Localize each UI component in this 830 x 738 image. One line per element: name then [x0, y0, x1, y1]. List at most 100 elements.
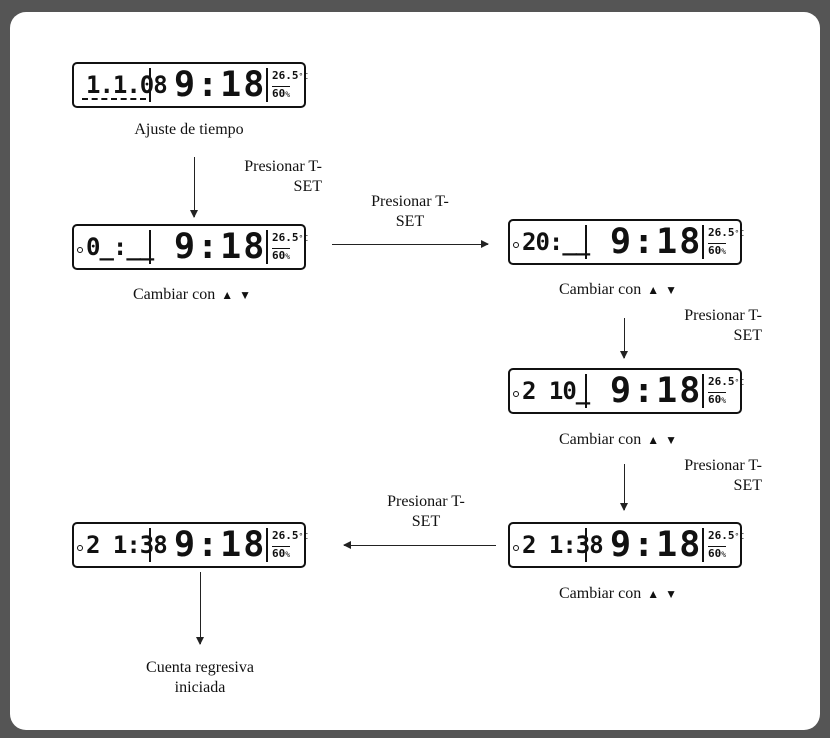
alarm-dot-icon — [513, 391, 519, 397]
temp-unit: °C — [298, 72, 309, 81]
lcd-clock-value: 9:18 — [610, 371, 703, 411]
lcd-humidity: 60% — [708, 243, 727, 258]
lcd-countdown-value: 20:__ — [522, 228, 590, 256]
press-line2: SET — [293, 178, 322, 195]
press-tset-label-2: Presionar T- SET — [340, 192, 480, 232]
label-change-with-2: Cambiar con ▲ ▼ — [528, 280, 708, 300]
change-with-text: Cambiar con — [559, 585, 642, 602]
lcd-temperature: 26.5°C — [272, 69, 308, 83]
arrow-down-3 — [620, 464, 628, 511]
lcd-countdown-value: 2 1:38 — [86, 531, 168, 559]
temp-unit: °C — [734, 229, 745, 238]
humidity-value: 60 — [272, 249, 286, 262]
press-line2: SET — [395, 213, 425, 230]
humidity-value: 60 — [272, 547, 286, 560]
label-countdown-started: Cuenta regresiva iniciada — [110, 658, 290, 698]
down-triangle-icon: ▼ — [239, 288, 251, 302]
press-line2: SET — [733, 477, 762, 494]
press-line1: Presionar T- — [244, 158, 322, 175]
lcd-humidity: 60% — [272, 546, 291, 561]
up-triangle-icon: ▲ — [647, 433, 660, 447]
lcd-date-value: 1.1.08 — [86, 71, 168, 99]
temp-unit: °C — [734, 378, 745, 387]
label-change-with-3: Cambiar con ▲ ▼ — [528, 430, 708, 450]
down-triangle-icon: ▼ — [665, 283, 677, 297]
press-tset-label-4: Presionar T- SET — [650, 456, 762, 496]
lcd-temperature: 26.5°C — [708, 226, 744, 240]
alarm-dot-icon — [77, 247, 83, 253]
humidity-value: 60 — [708, 547, 722, 560]
lcd-countdown-value: 2 10_ — [522, 377, 590, 405]
lcd-display-step4: 2 1:38 9:18 26.5°C 60% — [508, 522, 744, 568]
temp-value: 26.5 — [272, 231, 299, 244]
alarm-dot-icon — [513, 545, 519, 551]
countdown-line2: iniciada — [174, 679, 226, 696]
temp-value: 26.5 — [272, 529, 299, 542]
lcd-divider — [149, 230, 151, 264]
lcd-humidity: 60% — [708, 392, 727, 407]
down-triangle-icon: ▼ — [665, 433, 677, 447]
press-tset-label-3: Presionar T- SET — [650, 306, 762, 346]
lcd-display-step2: 20:__ 9:18 26.5°C 60% — [508, 219, 744, 265]
press-line2: SET — [733, 327, 762, 344]
humidity-unit: % — [285, 550, 291, 559]
up-triangle-icon: ▲ — [647, 587, 660, 601]
arrow-right — [332, 240, 489, 248]
humidity-value: 60 — [272, 87, 286, 100]
lcd-divider — [585, 528, 587, 562]
change-with-text: Cambiar con — [559, 431, 642, 448]
countdown-line1: Cuenta regresiva — [146, 659, 254, 676]
lcd-divider — [702, 528, 704, 562]
lcd-divider — [149, 68, 151, 102]
lcd-display-step1: 0_:__ 9:18 26.5°C 60% — [72, 224, 308, 270]
lcd-divider — [585, 225, 587, 259]
press-line1: Presionar T- — [684, 457, 762, 474]
temp-value: 26.5 — [272, 69, 299, 82]
lcd-humidity: 60% — [272, 86, 291, 101]
alarm-dot-icon — [77, 545, 83, 551]
label-time-setting: Ajuste de tiempo — [134, 121, 244, 138]
lcd-clock-value: 9:18 — [174, 227, 267, 267]
lcd-clock-value: 9:18 — [610, 222, 703, 262]
press-line1: Presionar T- — [371, 193, 449, 210]
temp-unit: °C — [298, 234, 309, 243]
lcd-divider — [266, 230, 268, 264]
lcd-divider — [266, 528, 268, 562]
humidity-unit: % — [721, 550, 727, 559]
lcd-temperature: 26.5°C — [708, 375, 744, 389]
arrow-left — [343, 541, 496, 549]
lcd-temperature: 26.5°C — [272, 529, 308, 543]
change-with-text: Cambiar con — [559, 281, 642, 298]
press-line2: SET — [411, 513, 441, 530]
arrow-down-1 — [190, 157, 198, 218]
lcd-divider — [585, 374, 587, 408]
label-change-with-4: Cambiar con ▲ ▼ — [528, 584, 708, 604]
lcd-weekday-segments — [82, 98, 146, 100]
humidity-value: 60 — [708, 393, 722, 406]
press-line1: Presionar T- — [387, 493, 465, 510]
arrow-down-2 — [620, 318, 628, 359]
lcd-display-step3: 2 10_ 9:18 26.5°C 60% — [508, 368, 744, 414]
lcd-humidity: 60% — [708, 546, 727, 561]
temp-unit: °C — [298, 532, 309, 541]
lcd-divider — [702, 374, 704, 408]
up-triangle-icon: ▲ — [647, 283, 660, 297]
arrow-down-4 — [196, 572, 204, 645]
humidity-unit: % — [721, 396, 727, 405]
humidity-unit: % — [721, 247, 727, 256]
lcd-clock-value: 9:18 — [174, 525, 267, 565]
humidity-unit: % — [285, 90, 291, 99]
lcd-divider — [149, 528, 151, 562]
lcd-display-final: 2 1:38 9:18 26.5°C 60% — [72, 522, 308, 568]
temp-value: 26.5 — [708, 529, 735, 542]
lcd-display-time-setting: 1.1.08 9:18 26.5°C 60% — [72, 62, 308, 108]
lcd-humidity: 60% — [272, 248, 291, 263]
lcd-clock-value: 9:18 — [610, 525, 703, 565]
press-tset-label-5: Presionar T- SET — [356, 492, 496, 532]
lcd-temperature: 26.5°C — [272, 231, 308, 245]
lcd-temperature: 26.5°C — [708, 529, 744, 543]
press-tset-label-1: Presionar T- SET — [212, 157, 322, 197]
down-triangle-icon: ▼ — [665, 587, 677, 601]
lcd-countdown-value: 0_:__ — [86, 233, 154, 261]
alarm-dot-icon — [513, 242, 519, 248]
